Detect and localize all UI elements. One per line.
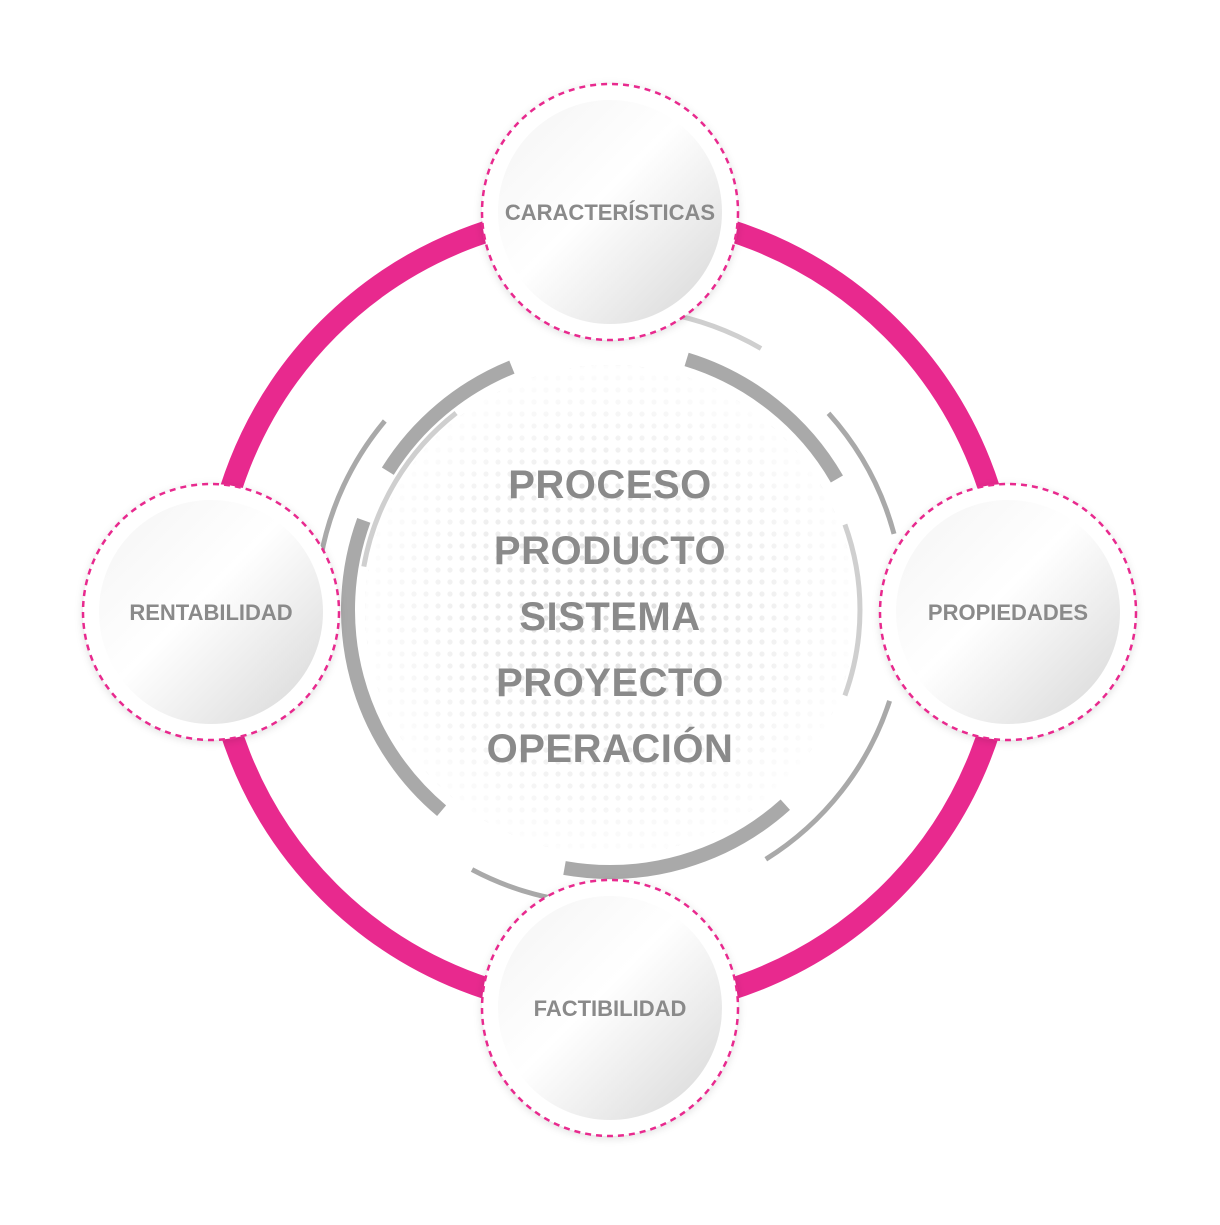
inner-gray-arcs — [318, 310, 897, 902]
center-word-2: PRODUCTO — [494, 529, 726, 573]
node-bottom — [480, 878, 740, 1138]
node-left — [81, 482, 341, 742]
node-label-caracteristicas: CARACTERÍSTICAS — [505, 200, 715, 225]
gray-arc-5 — [361, 411, 458, 568]
node-top — [480, 82, 740, 342]
center-word-3: SISTEMA — [519, 595, 700, 639]
gray-arc-9 — [764, 700, 892, 862]
gray-arc-10 — [470, 867, 560, 902]
gray-arc-2 — [684, 352, 843, 483]
node-right — [878, 482, 1138, 742]
gray-arc-6 — [842, 523, 863, 697]
node-label-propiedades: PROPIEDADES — [928, 600, 1088, 625]
gray-arc-3 — [341, 518, 447, 817]
center-word-1: PROCESO — [508, 463, 712, 507]
gray-arc-4 — [563, 799, 790, 879]
gray-arc-1 — [381, 360, 515, 475]
node-label-factibilidad: FACTIBILIDAD — [534, 996, 687, 1021]
center-word-list: PROCESO PRODUCTO SISTEMA PROYECTO OPERACIÓN — [487, 463, 734, 771]
center-word-5: OPERACIÓN — [487, 725, 734, 771]
node-label-rentabilidad: RENTABILIDAD — [129, 600, 292, 625]
gray-arc-7 — [318, 419, 387, 560]
gray-arc-8 — [826, 411, 897, 535]
center-word-4: PROYECTO — [496, 661, 724, 705]
center-disc — [365, 365, 855, 855]
